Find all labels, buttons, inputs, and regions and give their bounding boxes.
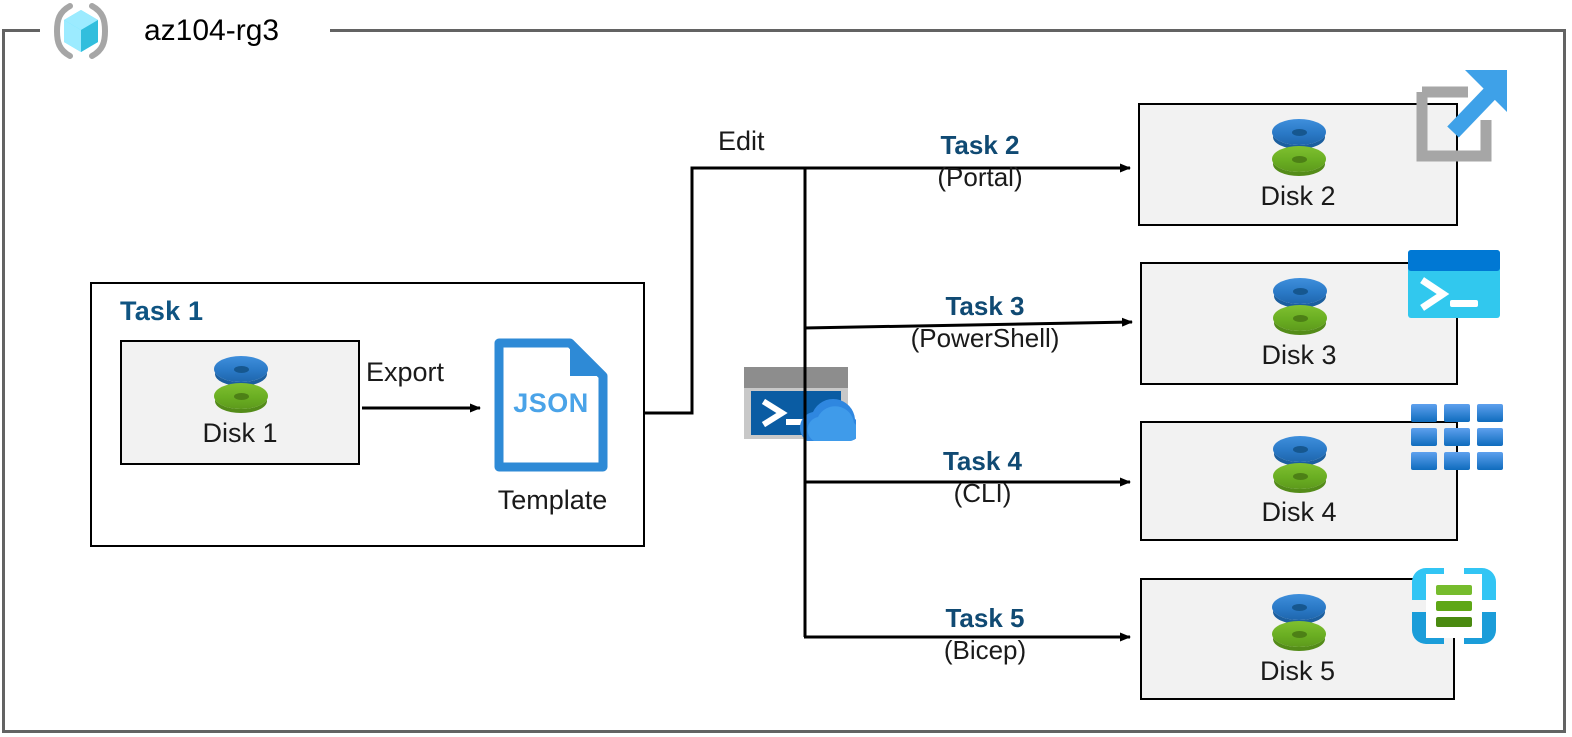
disk5-box: Disk 5 xyxy=(1140,578,1455,700)
task4-name: Task 4 xyxy=(942,446,1022,476)
task5-label-group: Task 5 (Bicep) xyxy=(870,603,1100,667)
json-file-type-label: JSON xyxy=(513,388,589,418)
managed-disk-icon xyxy=(214,356,270,414)
managed-disk-icon xyxy=(1272,594,1328,652)
managed-disk-icon xyxy=(1273,436,1329,494)
resource-group-name: az104-rg3 xyxy=(144,14,280,47)
task2-name: Task 2 xyxy=(940,130,1020,160)
edit-label: Edit xyxy=(718,126,765,156)
disk1-caption: Disk 1 xyxy=(202,418,278,448)
task3-name: Task 3 xyxy=(945,291,1025,321)
cloud-shell-icon xyxy=(744,367,861,442)
export-label: Export xyxy=(366,357,445,387)
disk2-box: Disk 2 xyxy=(1138,103,1458,226)
task4-tool: (CLI) xyxy=(953,478,1012,508)
task4-label-group: Task 4 (CLI) xyxy=(880,446,1085,510)
resource-group-cube-icon xyxy=(50,2,112,60)
disk1-box: Disk 1 xyxy=(120,340,360,465)
template-caption: Template xyxy=(497,485,608,515)
task2-tool: (Portal) xyxy=(937,162,1023,192)
disk5-caption: Disk 5 xyxy=(1259,656,1335,686)
resource-group-title-gap xyxy=(40,20,330,42)
json-file-icon: JSON xyxy=(492,336,610,474)
task1-label: Task 1 xyxy=(120,296,204,326)
disk4-caption: Disk 4 xyxy=(1261,497,1337,527)
task5-name: Task 5 xyxy=(945,603,1025,633)
resource-group-container xyxy=(2,29,1566,733)
disk3-caption: Disk 3 xyxy=(1261,340,1337,370)
disk4-box: Disk 4 xyxy=(1140,421,1458,541)
task5-tool: (Bicep) xyxy=(943,635,1027,665)
disk2-caption: Disk 2 xyxy=(1260,181,1336,211)
managed-disk-icon xyxy=(1272,119,1328,177)
task2-label-group: Task 2 (Portal) xyxy=(860,130,1100,194)
task3-label-group: Task 3 (PowerShell) xyxy=(850,291,1120,355)
managed-disk-icon xyxy=(1273,278,1329,336)
task3-tool: (PowerShell) xyxy=(910,323,1060,353)
azure-cli-grid-icon xyxy=(1411,404,1503,470)
disk3-box: Disk 3 xyxy=(1140,262,1458,385)
powershell-icon xyxy=(1408,250,1500,318)
bicep-icon xyxy=(1408,560,1500,652)
azure-portal-icon xyxy=(1408,64,1516,164)
